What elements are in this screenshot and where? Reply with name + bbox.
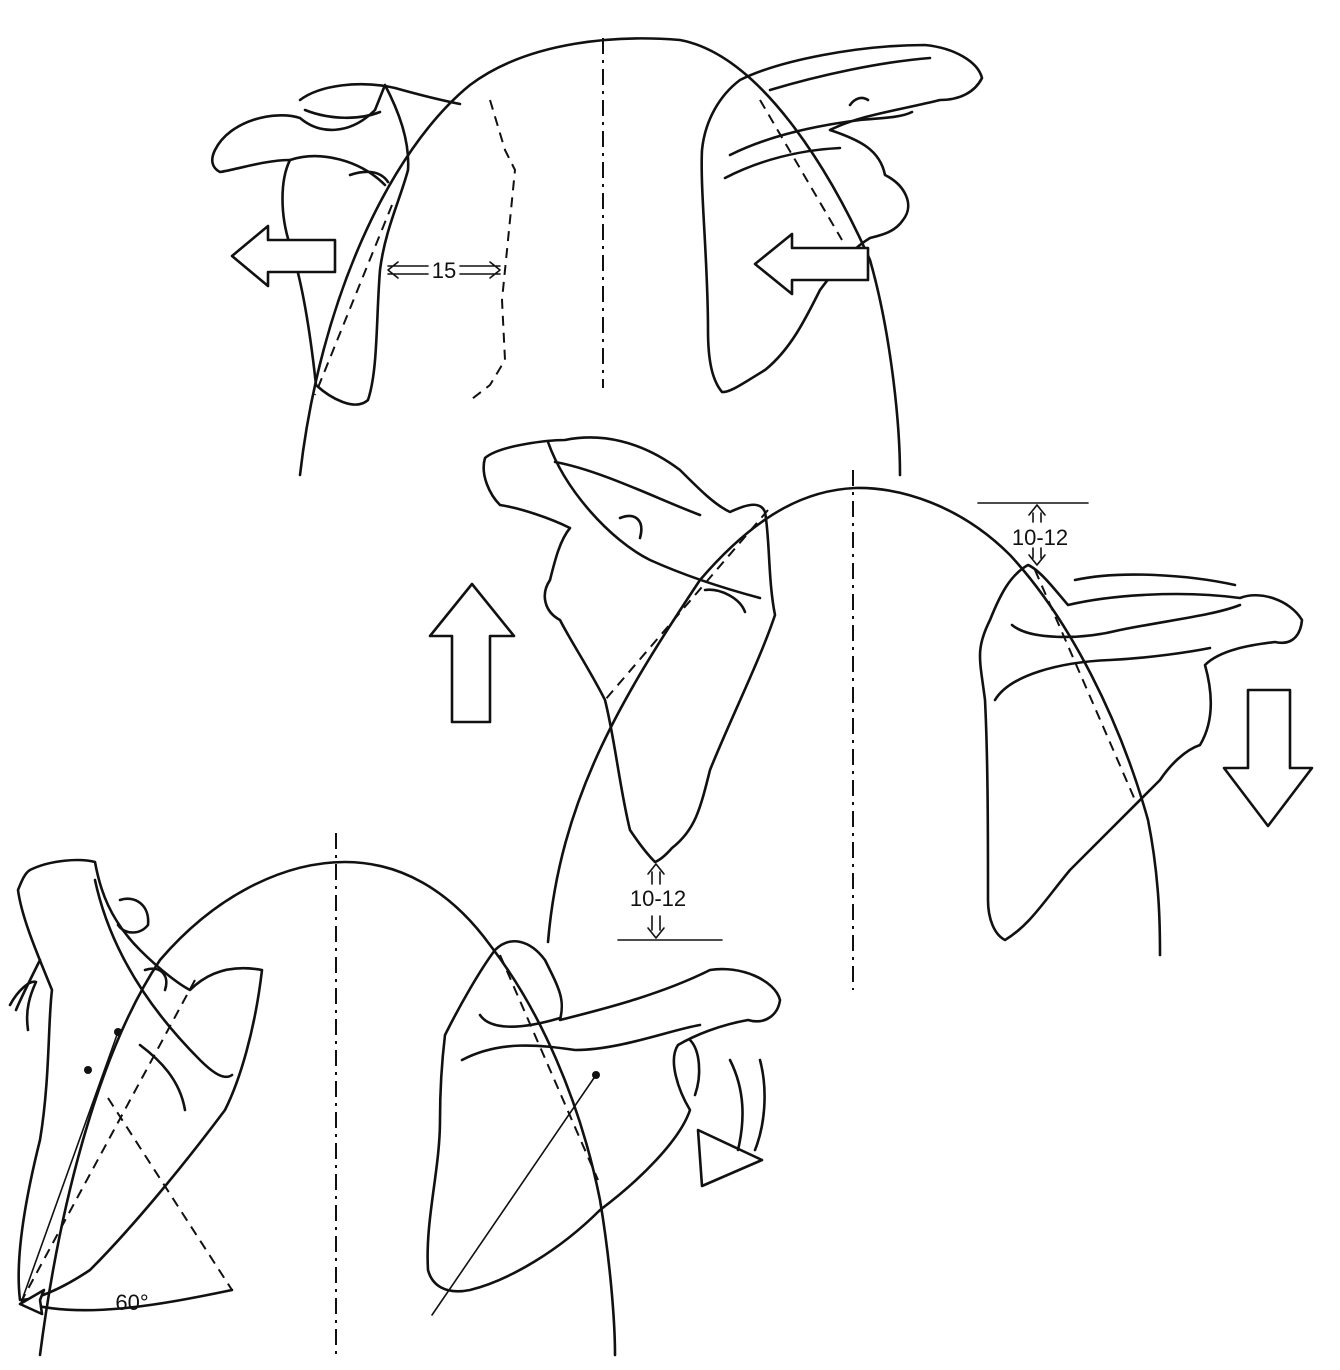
panel-bottom-rotation: 60° — [8, 833, 782, 1358]
elevated-scapula-spine — [618, 514, 747, 614]
elevated-scapula — [482, 436, 777, 864]
rotated-scapula-left-point-b — [84, 1066, 92, 1074]
rotated-scapula-right-spine — [688, 1038, 701, 1097]
rotated-scapula-left-reference-line — [21, 1031, 119, 1301]
upper-gap-label: 10-12 — [1012, 525, 1068, 550]
arrow-left-top-left — [230, 224, 337, 288]
right-scapula-spine-top — [723, 96, 870, 180]
rotated-scapula-right-reference-line — [431, 1074, 597, 1316]
gap-label-15: 15 — [432, 258, 456, 283]
gap-arrow-left-15 — [387, 261, 429, 279]
arrow-left-top-right — [753, 232, 870, 296]
rotated-scapula-left-angle-line — [107, 1097, 233, 1291]
scapula-prior-position-top — [467, 99, 517, 403]
arrow-down-middle — [1222, 688, 1314, 828]
lower-gap-arrow-down — [647, 915, 665, 939]
elevated-scapula-axis — [604, 509, 769, 701]
right-clavicle-top — [728, 56, 932, 157]
rotated-scapula-left — [16, 858, 264, 1302]
lower-gap-arrow-up — [647, 863, 665, 885]
rotated-scapula-left-point-a — [114, 1028, 122, 1036]
depressed-scapula — [978, 563, 1304, 942]
rotated-scapula-left-axis — [21, 979, 196, 1301]
panel-top-translation: 15 — [210, 37, 984, 477]
elevated-clavicle — [546, 440, 762, 600]
upper-gap-arrow-up — [1028, 504, 1046, 523]
right-scapula-axis-top — [759, 99, 843, 241]
rotation-arrow-left-edge — [8, 958, 42, 1032]
depressed-scapula-spine — [993, 646, 1212, 702]
depressed-scapula-axis — [1034, 569, 1136, 801]
depressed-clavicle — [1010, 573, 1242, 639]
gap-arrow-right-15 — [459, 261, 501, 279]
thorax-outline-middle — [546, 486, 1162, 957]
rotated-scapula-left-acromion — [138, 967, 187, 1112]
lower-gap-label: 10-12 — [630, 886, 686, 911]
rotated-scapula-left-spine — [93, 878, 234, 1079]
upper-gap-arrow-down — [1028, 547, 1046, 566]
thorax-outline-bottom — [38, 860, 617, 1357]
angle-label-60: 60° — [115, 1290, 148, 1315]
left-clavicle-top — [298, 82, 462, 120]
rotated-scapula-right — [426, 940, 782, 1293]
left-scapula-axis-top — [314, 204, 393, 396]
thorax-outline-top — [298, 37, 902, 477]
angle-arc-60 — [20, 1288, 234, 1312]
right-scapula-top — [700, 43, 984, 394]
angle-arc-arrowhead — [18, 1288, 46, 1316]
arrow-up-middle — [428, 582, 516, 724]
rotated-scapula-right-clavicle — [460, 1013, 702, 1062]
panel-middle-elevation: 10-12 10-12 — [428, 436, 1314, 990]
left-scapula-spine-top — [288, 154, 390, 187]
rotated-scapula-right-axis — [499, 954, 599, 1181]
rotated-scapula-right-point — [592, 1071, 600, 1079]
rotation-arrow-right — [696, 1058, 766, 1188]
